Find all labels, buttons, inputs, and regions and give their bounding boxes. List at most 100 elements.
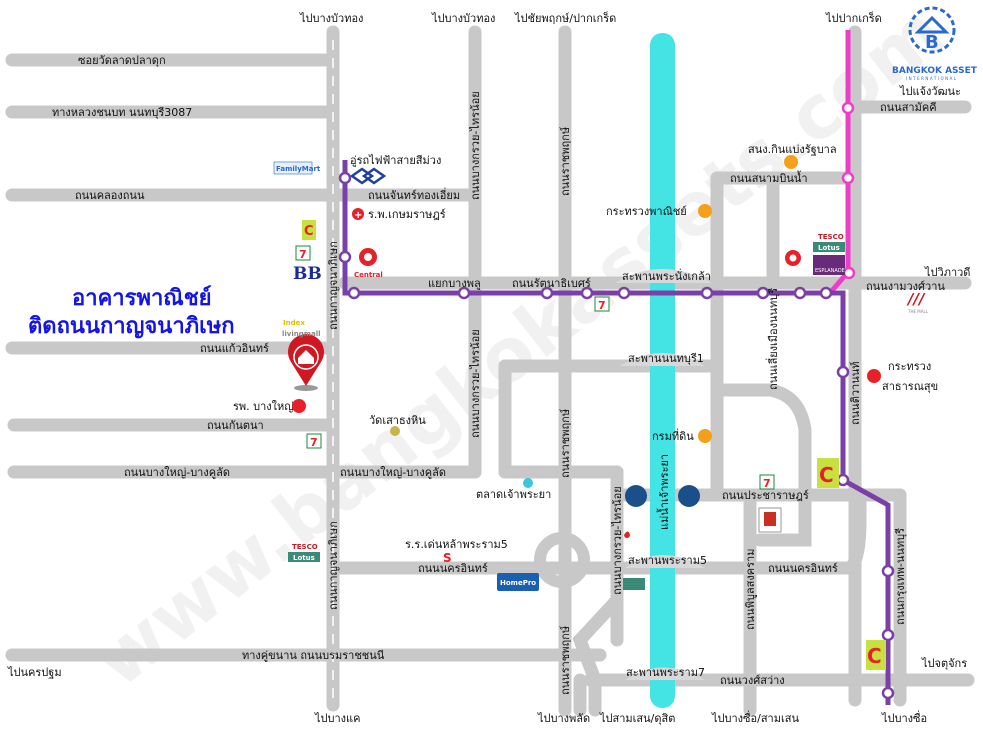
label-kanchanaphisek-2: ถนนกาญจนาภิเษก bbox=[327, 521, 340, 610]
station[interactable] bbox=[756, 286, 770, 300]
station[interactable] bbox=[617, 286, 631, 300]
station[interactable] bbox=[580, 286, 594, 300]
label-ratchaphruek-1: ถนนราชพฤกษ์ bbox=[559, 127, 572, 196]
label-rattanathibet: ถนนรัตนาธิเบศร์ bbox=[512, 277, 591, 290]
label-chan-thong-iam: ถนนจันทร์ทองเอี่ยม bbox=[368, 187, 460, 202]
label-samakkhi: ถนนสามัคคี bbox=[880, 101, 937, 114]
station[interactable] bbox=[842, 266, 856, 280]
svg-text:7: 7 bbox=[598, 299, 606, 312]
tesco-lotus-logo: TESCO Lotus TESCO Lotus bbox=[288, 233, 845, 590]
station[interactable] bbox=[881, 628, 895, 642]
station[interactable] bbox=[338, 171, 352, 185]
svg-text:TESCO: TESCO bbox=[818, 233, 844, 241]
label-kasemrad: ร.พ.เกษมราษฎร์ bbox=[368, 208, 446, 221]
label-land-department: กรมที่ดิน bbox=[652, 428, 694, 443]
label-bang-phlu: แยกบางพลู bbox=[428, 277, 481, 290]
svg-text:C: C bbox=[304, 224, 314, 239]
page-title-line2: ติดถนนกาญจนาภิเษก bbox=[28, 314, 235, 339]
road-liang-mueang bbox=[710, 171, 812, 547]
chao-phraya-river bbox=[650, 33, 675, 708]
road-south-links bbox=[572, 593, 624, 717]
label-ministry-commerce: กระทรวงพาณิชย์ bbox=[606, 205, 687, 218]
label-ministry-health-1: กระทรวง bbox=[888, 360, 931, 373]
homepro-logo: HomePro bbox=[497, 573, 539, 591]
label-soi-wat-lat-pla-duk: ซอยวัดลาดปลาดุก bbox=[78, 54, 166, 67]
svg-text:livingmall: livingmall bbox=[282, 330, 321, 338]
mrt-logo-icon bbox=[349, 167, 387, 185]
major-cineplex-logo bbox=[758, 507, 782, 533]
svg-text:///: /// bbox=[906, 290, 926, 308]
label-borommaratchachonnani: ทางคู่ขนาน ถนนบรมราชชนนี bbox=[242, 649, 385, 662]
landmark-dot-icon bbox=[698, 204, 712, 218]
svg-text:Lotus: Lotus bbox=[818, 244, 840, 252]
page-title-line1: อาคารพาณิชย์ bbox=[72, 285, 212, 311]
bridge-rama-7 bbox=[625, 667, 705, 680]
hospital-cross: + bbox=[354, 210, 362, 221]
label-liang-mueang: ถนนเลี่ยงเมืองนนทบุรี bbox=[765, 288, 780, 390]
svg-text:INTERNATIONAL: INTERNATIONAL bbox=[906, 76, 958, 81]
station[interactable] bbox=[881, 564, 895, 578]
svg-text:TESCO: TESCO bbox=[292, 543, 318, 551]
dir-chaiyaphruek: ไปชัยพฤกษ์/ปากเกร็ด bbox=[514, 11, 616, 25]
label-khlong-thanon: ถนนคลองถนน bbox=[75, 189, 145, 202]
bigc-logo: C C C bbox=[302, 220, 886, 670]
dir-nakhon-pathom: ไปนครปฐม bbox=[7, 666, 62, 679]
label-nakhon-in-1: ถนนนครอินทร์ bbox=[418, 562, 488, 575]
roundabout bbox=[534, 532, 590, 588]
station[interactable] bbox=[841, 171, 855, 185]
station[interactable] bbox=[881, 686, 895, 700]
svg-text:Central: Central bbox=[354, 271, 383, 279]
svg-text:FamilyMart: FamilyMart bbox=[276, 165, 321, 173]
bangkok-asset-logo: B BANGKOK ASSET INTERNATIONAL bbox=[892, 6, 978, 81]
label-wongsawang: ถนนวงศ์สว่าง bbox=[720, 674, 785, 687]
dir-chaeng-watthana: ไปแจ้งวัฒนะ bbox=[899, 85, 961, 98]
esplanade-logo: ESPLANADE bbox=[813, 255, 845, 275]
label-bang-yai-bang-khu-lat-2: ถนนบางใหญ่-บางคูลัด bbox=[340, 466, 446, 479]
stations bbox=[338, 101, 895, 700]
dir-bang-bua-thong-1: ไปบางบัวทอง bbox=[299, 12, 363, 25]
label-pibulsongkram: ถนนพิบูลสงคราม bbox=[744, 549, 757, 630]
station[interactable] bbox=[338, 250, 352, 264]
market-icon bbox=[523, 478, 533, 488]
label-chao-phraya-market: ตลาดเจ้าพระยา bbox=[476, 488, 551, 501]
station[interactable] bbox=[793, 286, 807, 300]
label-phra-nang-klao: สะพานพระนั่งเกล้า bbox=[622, 268, 711, 283]
label-bang-kruai-sai-noi-2: ถนนบางกรวย-ไทรน้อย bbox=[469, 329, 482, 438]
svg-text:Lotus: Lotus bbox=[293, 554, 315, 562]
landmark-dot-icon bbox=[698, 429, 712, 443]
dir-bang-sue: ไปบางซื่อ bbox=[881, 710, 927, 725]
bridge-phra-nang-klao bbox=[615, 269, 712, 283]
dir-vibhavadi: ไปวิภาวดี bbox=[924, 266, 970, 279]
station[interactable] bbox=[819, 286, 833, 300]
dir-bang-sue-samsen: ไปบางซื่อ/สามเสน bbox=[711, 710, 799, 725]
svg-text:7: 7 bbox=[310, 436, 318, 449]
station[interactable] bbox=[347, 286, 361, 300]
label-kaew-in: ถนนแก้วอินทร์ bbox=[200, 342, 269, 355]
label-bang-yai-hospital: รพ. บางใหญ่ bbox=[233, 400, 294, 413]
dir-bang-phlat: ไปบางพลัด bbox=[537, 712, 590, 725]
dir-samsen-dusit: ไปสามเสน/ดุสิต bbox=[599, 712, 675, 725]
station[interactable] bbox=[457, 286, 471, 300]
station[interactable] bbox=[540, 286, 554, 300]
svg-text:Index: Index bbox=[283, 319, 305, 327]
hospital-icon bbox=[292, 399, 306, 413]
label-ministry-health-2: สาธารณสุข bbox=[882, 380, 938, 393]
label-rama-5: สะพานพระราม5 bbox=[628, 554, 707, 567]
station[interactable] bbox=[836, 365, 850, 379]
station[interactable] bbox=[841, 101, 855, 115]
hospital-icon bbox=[352, 208, 364, 220]
bb-logo: BB bbox=[293, 264, 322, 284]
svg-text:7: 7 bbox=[299, 248, 307, 261]
station[interactable] bbox=[700, 286, 714, 300]
svg-text:7: 7 bbox=[763, 477, 771, 490]
the-mall-logo: /// THE MALL bbox=[906, 290, 929, 314]
label-ngam-wong-wan: ถนนงามวงศ์วาน bbox=[866, 280, 945, 293]
index-livingmall-logo: Index livingmall bbox=[282, 319, 321, 338]
label-nonthaburi-1: สะพานนนทบุรี1 bbox=[628, 352, 704, 365]
property-location-pin[interactable] bbox=[288, 334, 324, 391]
station[interactable] bbox=[836, 473, 850, 487]
label-tiwanon: ถนนติวานนท์ bbox=[849, 362, 862, 426]
dir-bang-bua-thong-2: ไปบางบัวทอง bbox=[431, 12, 495, 25]
label-pracharat: ถนนประชาราษฎร์ bbox=[722, 489, 809, 502]
pier-icon bbox=[625, 485, 647, 507]
